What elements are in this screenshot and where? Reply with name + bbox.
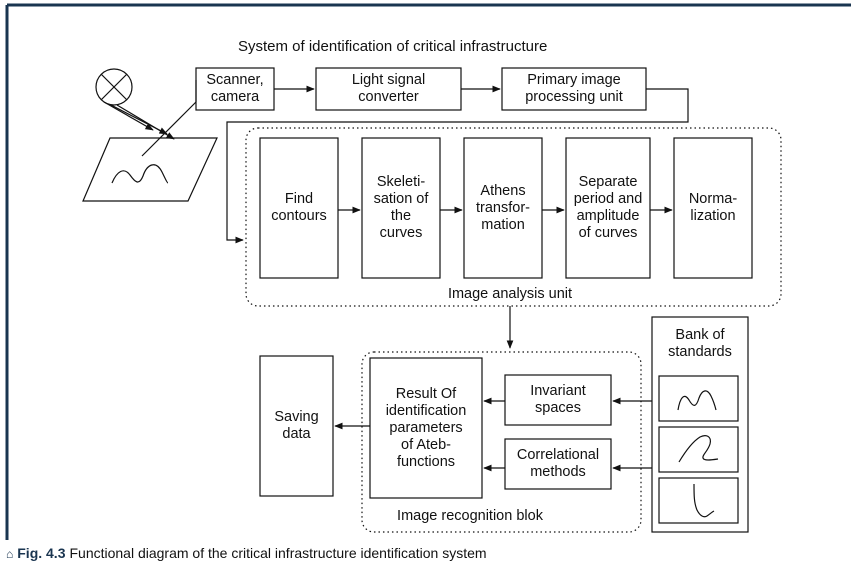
standard-1 xyxy=(658,375,739,422)
step-label-separate: Separate period and amplitude of curves xyxy=(573,174,643,241)
invariant-spaces-box xyxy=(504,374,612,426)
recognition-unit-container xyxy=(361,351,642,533)
analysis-unit-label: Image analysis unit xyxy=(447,285,573,302)
connector-primary-analysis xyxy=(226,88,689,244)
caption-marker-icon: ⌂ xyxy=(6,547,14,561)
correlational-methods-box xyxy=(504,438,612,490)
caption-text: Functional diagram of the critical infra… xyxy=(69,545,487,561)
bank-label: Bank of standards xyxy=(668,327,732,360)
step-box-5 xyxy=(673,137,753,279)
primary-processing-label: Primary image processing unit xyxy=(525,72,623,105)
bank-box xyxy=(651,316,749,533)
light-rays xyxy=(103,101,175,140)
figure-frame xyxy=(5,3,851,540)
step-box-4 xyxy=(565,137,651,279)
step-label-normalization: Norma- lization xyxy=(688,191,738,224)
step-box-2 xyxy=(361,137,441,279)
light-source-icon xyxy=(95,68,133,106)
step-label-find-contours: Find contours xyxy=(271,191,327,224)
scanner-label: Scanner, camera xyxy=(206,72,264,105)
standard-curve-2 xyxy=(678,435,719,463)
standard-3 xyxy=(658,477,739,524)
step-box-3 xyxy=(463,137,543,279)
saving-data-label: Saving data xyxy=(274,409,319,442)
result-box xyxy=(369,357,483,499)
invariant-spaces-label: Invariant spaces xyxy=(530,383,586,416)
saving-data-box xyxy=(259,355,334,497)
step-label-athens: Athens transfor- mation xyxy=(476,182,530,233)
step-label-skeletisation: Skeleti- sation of the curves xyxy=(373,174,429,241)
standard-2 xyxy=(658,426,739,473)
standard-curve-1 xyxy=(677,390,717,411)
result-label: Result Of identification parameters of A… xyxy=(385,385,467,470)
correlational-methods-label: Correlational methods xyxy=(516,447,600,480)
step-box-1 xyxy=(259,137,339,279)
diagram-title: System of identification of critical inf… xyxy=(238,38,548,55)
standard-curve-3 xyxy=(693,483,715,518)
figure-number: Fig. 4.3 xyxy=(17,545,66,561)
recognition-unit-label: Image recognition blok xyxy=(397,507,543,524)
input-document-icon xyxy=(82,80,218,202)
converter-label: Light signal converter xyxy=(351,72,426,105)
